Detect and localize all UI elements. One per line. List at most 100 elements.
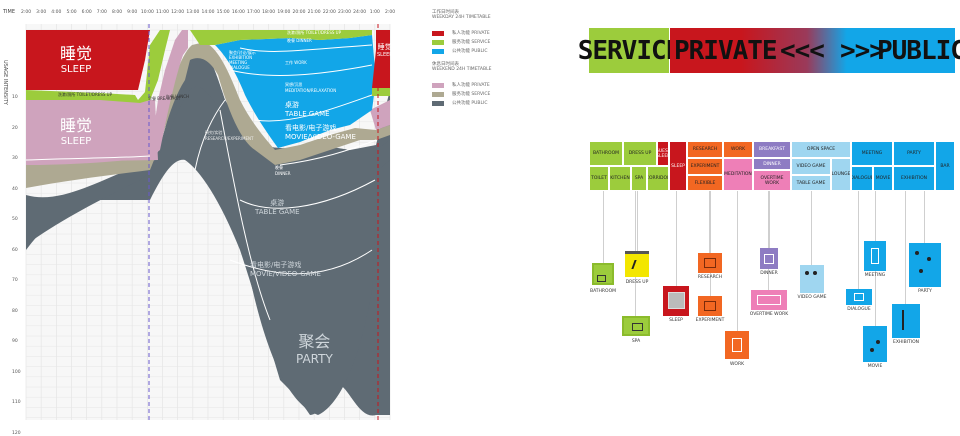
legend: 工作日时间表 WEEKDAY 24H TIMETABLE 私人功能 PRIVAT…: [432, 10, 522, 106]
stem: [905, 191, 906, 304]
cell-experiment: EXPERIMENT: [687, 158, 723, 175]
x-tick-label: 9:00: [127, 10, 138, 15]
label-table-game-2: 桌游 TABLE GAME: [255, 199, 300, 216]
cell-breakfast: BREAKFAST: [753, 141, 791, 158]
guest-icon: [919, 269, 923, 273]
bed-icon: [668, 292, 685, 309]
room-experiment-label: EXPERIMENT: [695, 318, 725, 323]
x-tick-label: 6:00: [81, 10, 92, 15]
label-meditation: 冥想/沉思 MEDITATION/RELAXATION: [285, 82, 337, 93]
cell-movie: MOVIE: [873, 166, 893, 191]
room-overtime-work-label: OVERTIME WORK: [749, 312, 789, 317]
x-tick-label: 2:00: [384, 10, 396, 15]
area-weekday-public: [215, 35, 376, 148]
guest-icon: [915, 251, 919, 255]
cell-open-space: OPEN SPACE: [791, 141, 851, 158]
cell-spa: SPA: [631, 166, 647, 191]
stem: [637, 191, 638, 251]
x-tick-label: 5:00: [66, 10, 77, 15]
room-work-label: WORK: [729, 362, 745, 367]
x-tick-label: 3:00: [36, 10, 47, 15]
x-tick-label: 22:00: [322, 10, 336, 15]
label-movie: 看电影/电子游戏 MOVIE/VIDEO-GAME: [285, 124, 356, 141]
cell-bathroom: BATHROOM: [589, 141, 623, 166]
cell-flexible: FLEXIBLE: [687, 175, 723, 191]
tub-icon: [632, 323, 643, 331]
cell-meditation: MEDITATION: [723, 158, 753, 191]
room-meeting-icon: [864, 241, 886, 271]
room-party-icon: [909, 243, 941, 287]
label-toilet-top: 洗漱/厕所 TOILET/DRESS UP: [287, 30, 342, 35]
x-tick-label: 20:00: [292, 10, 306, 15]
label-toilet: 洗漱/厕所 TOILET/DRESS UP: [58, 92, 113, 97]
legend-swatch: [432, 82, 444, 88]
y-tick-label: 100: [12, 369, 21, 375]
meeting-table-icon: [871, 248, 879, 264]
x-tick-label: 4:00: [51, 10, 62, 15]
display-icon: [902, 310, 909, 330]
legend-swatch: [432, 48, 444, 54]
stem: [769, 191, 770, 248]
room-dialogue-label: DIALOGUE: [847, 307, 871, 312]
guest-icon: [927, 257, 931, 261]
cell-video-game: VIDEO GAME: [791, 158, 831, 175]
room-overtime-work-icon: [751, 290, 787, 310]
room-meeting-label: MEETING: [864, 273, 886, 278]
cell-research: RESEARCH: [687, 141, 723, 158]
label-party: 聚会 PARTY: [296, 332, 333, 366]
cell-meeting: MEETING: [851, 141, 893, 166]
cell-toilet: TOILET: [589, 166, 609, 191]
room-movie-label: MOVIE: [867, 364, 883, 369]
x-tick-label: 16:00: [231, 10, 245, 15]
cell-table-game: TABLE GAME: [791, 175, 831, 191]
stem: [709, 191, 710, 253]
hanger-icon: [631, 260, 645, 269]
table-icon: [764, 254, 774, 264]
legend-weekend-private: 私人功能 PRIVATE: [432, 82, 490, 88]
room-sleep-icon: [663, 286, 689, 316]
sink-icon: [597, 275, 606, 282]
area-weekend-service: [26, 42, 390, 188]
cell-overtime-work: OVERTIME WORK: [753, 170, 791, 191]
area-weekday-service-top: [190, 30, 372, 45]
legend-weekday-public: 公共功能 PUBLIC: [432, 48, 488, 54]
stem: [676, 191, 677, 286]
desk-icon: [704, 258, 716, 268]
x-tick-label: 2:00: [20, 10, 32, 15]
x-tick-label: 7:00: [96, 10, 107, 15]
label-dinner-top: 晚餐 DINNER: [287, 38, 312, 43]
label-meeting: 聚会/讨论/展示 EXHIBITION MEETING DIALOGUE: [229, 50, 256, 70]
x-tick-label: 10:00: [140, 10, 154, 15]
workstation-icon: [732, 338, 742, 352]
x-tick-label: 8:00: [111, 10, 123, 15]
x-tick-label: 23:00: [338, 10, 351, 15]
area-weekday-private-right: [372, 30, 390, 88]
label-research: 研究/实验 RESEARCH/EXPERIMENT: [205, 130, 254, 141]
y-tick-label: 50: [12, 217, 18, 222]
legend-weekend-service: 服务功能 SERVICE: [432, 91, 490, 97]
legend-weekend-title-cn: 休息日时间表: [432, 62, 459, 67]
x-tick-label: 21:00: [307, 10, 321, 15]
x-tick-label: 19:00: [277, 10, 291, 15]
x-tick-label: 12:00: [171, 10, 185, 15]
x-tick-label: 17:00: [247, 10, 260, 15]
arrows-right-icon: >>>: [840, 35, 885, 66]
legend-weekday-service: 服务功能 SERVICE: [432, 39, 490, 45]
seat-icon: [813, 271, 817, 275]
banner-public: PUBLIC: [877, 35, 960, 66]
room-bathroom-icon: [592, 263, 614, 285]
y-tick-label: 60: [12, 247, 18, 253]
stem: [858, 191, 859, 289]
room-spa-icon: [622, 316, 650, 336]
room-dress-up-icon: [625, 251, 649, 277]
y-axis-label: USAGE INTENSITY: [2, 60, 8, 105]
cell-dialogue: DIALOGUE: [851, 166, 873, 191]
x-tick-label: 18:00: [262, 10, 276, 15]
room-bathroom-label: BATHROOM: [589, 289, 617, 294]
room-movie-icon: [863, 326, 887, 362]
timetable-chart-svg: [25, 24, 391, 420]
y-tick-label: 90: [12, 339, 18, 344]
label-movie-2: 看电影/电子游戏 MOVIE/VIDEO-GAME: [250, 261, 321, 278]
function-grid: BATHROOM DRESS UP TOILET KITCHEN SPA COR…: [589, 141, 955, 191]
